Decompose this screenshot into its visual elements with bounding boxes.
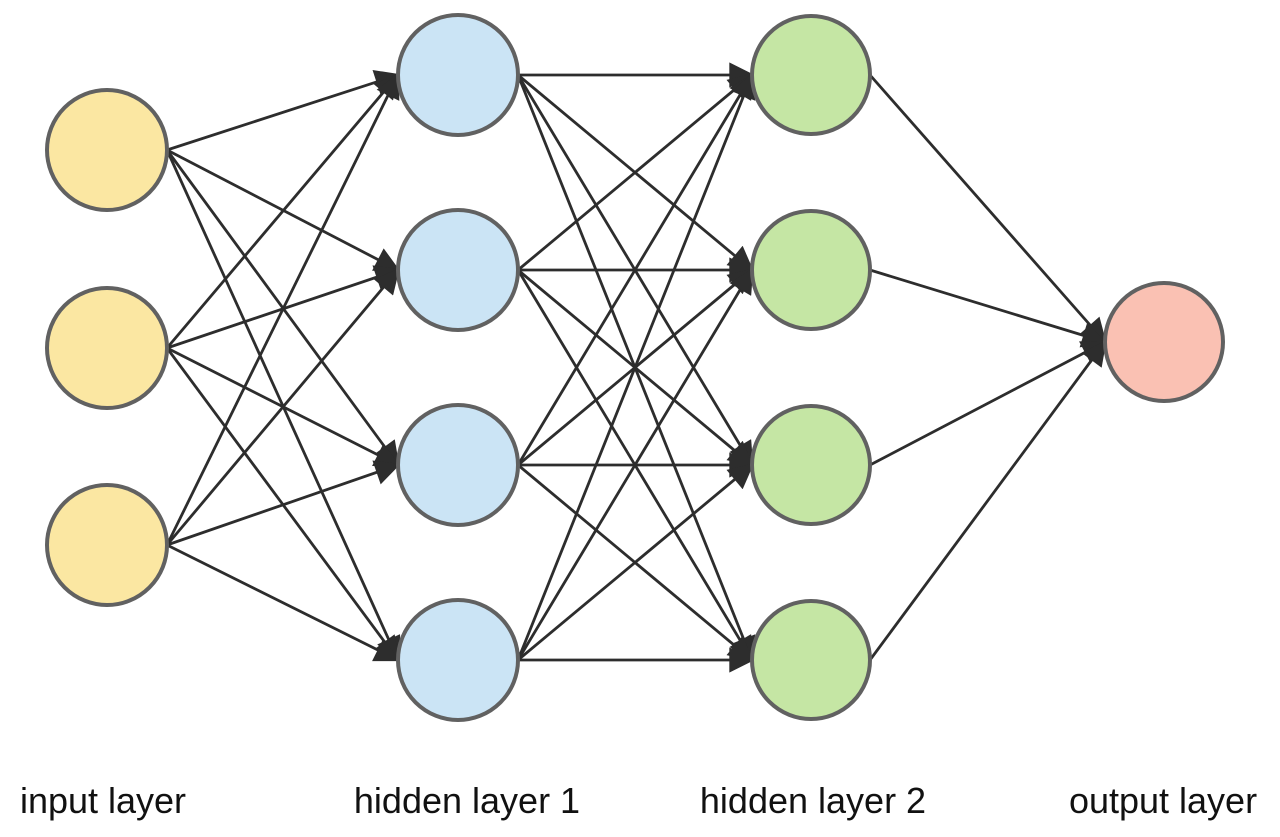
node-input-2 [45, 286, 169, 410]
label-hidden-layer-1: hidden layer 1 [353, 780, 581, 821]
edge-input-3-to-hidden1-4 [166, 543, 401, 662]
label-hidden-layer-2: hidden layer 2 [699, 780, 927, 821]
node-output-1 [1103, 281, 1225, 403]
label-input-layer: input layer [19, 780, 187, 821]
edge-input-3-to-hidden1-2 [165, 268, 400, 546]
node-hidden2-1 [750, 14, 872, 136]
label-output-layer: output layer [1068, 780, 1258, 821]
edge-input-3-to-hidden1-1 [165, 72, 400, 546]
node-input-3 [45, 483, 169, 607]
edge-hidden1-4-to-hidden2-3 [517, 463, 754, 662]
edge-hidden1-4-to-hidden2-2 [516, 267, 754, 661]
node-hidden2-3 [750, 404, 872, 526]
edge-hidden1-3-to-hidden2-1 [516, 72, 754, 466]
edge-input-1-to-hidden1-1 [166, 70, 401, 152]
node-hidden1-3 [396, 403, 520, 527]
edge-hidden1-4-to-hidden2-1 [516, 72, 756, 661]
edge-hidden2-2-to-output-1 [869, 268, 1108, 348]
edge-input-3-to-hidden1-3 [166, 460, 401, 547]
node-hidden1-1 [396, 13, 520, 137]
node-hidden2-2 [750, 209, 872, 331]
edge-hidden1-2-to-hidden2-1 [517, 73, 754, 272]
node-input-1 [45, 88, 169, 212]
edge-hidden2-1-to-output-1 [868, 74, 1107, 344]
node-hidden2-4 [750, 599, 872, 721]
edge-hidden2-4-to-output-1 [868, 339, 1107, 661]
edge-hidden2-3-to-output-1 [869, 340, 1108, 467]
node-hidden1-2 [396, 208, 520, 332]
edge-input-2-to-hidden1-1 [165, 73, 400, 349]
node-hidden1-4 [396, 598, 520, 722]
